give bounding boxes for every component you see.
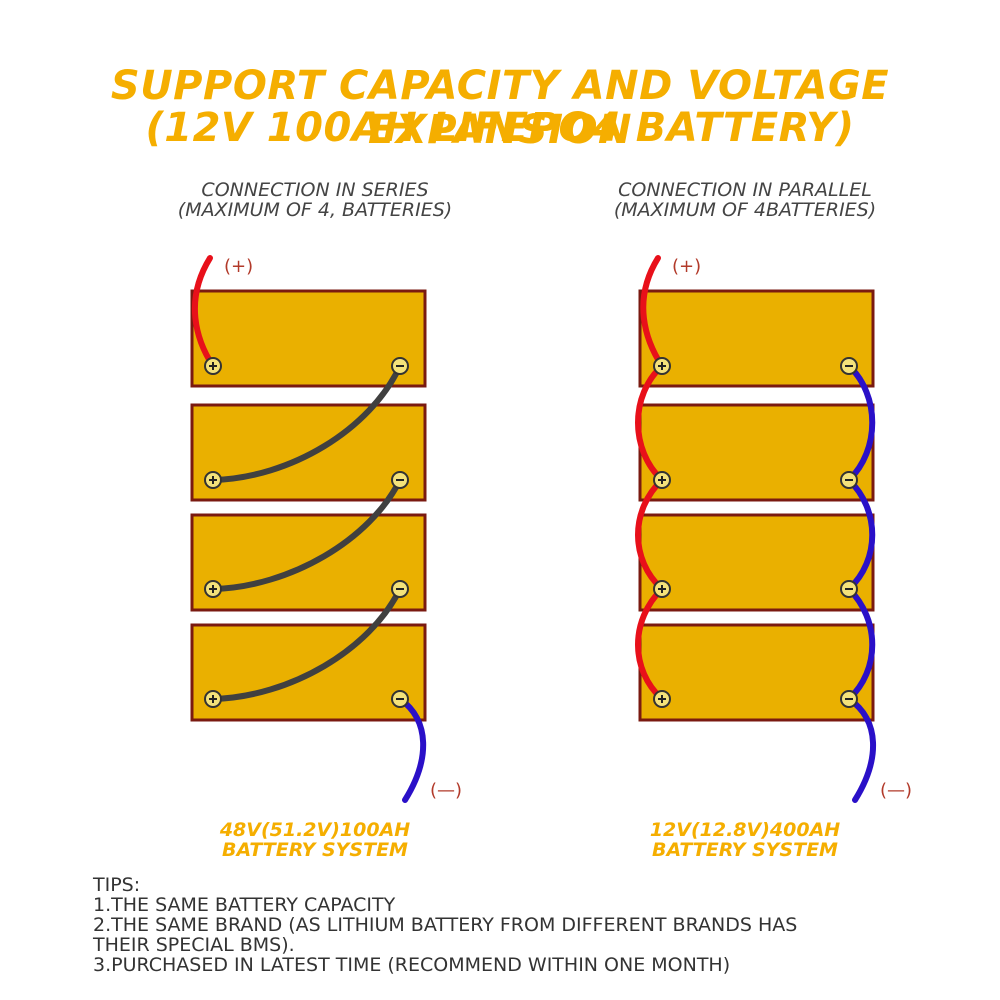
parallel-negative-link-3 — [846, 586, 876, 702]
parallel-negative-link-2 — [846, 477, 876, 592]
main-title-line1: SUPPORT CAPACITY AND VOLTAGE EXPANSION — [110, 63, 890, 153]
parallel-positive-link-2 — [635, 477, 665, 592]
series-positive-wire — [191, 255, 216, 369]
series-terminal-signs — [209, 362, 404, 703]
parallel-positive-link-1 — [635, 363, 665, 483]
series-negative-wire — [397, 696, 427, 803]
series-caption: 48V(51.2V)100AH BATTERY SYSTEM — [170, 820, 460, 860]
parallel-caption: 12V(12.8V)400AH BATTERY SYSTEM — [600, 820, 890, 860]
parallel-negative-label: (—) — [880, 780, 912, 801]
series-heading-line1: CONNECTION IN SERIES — [201, 179, 429, 201]
series-link-wire-2 — [210, 477, 403, 592]
tips-heading: TIPS: — [93, 874, 141, 896]
series-negative-label: (—) — [430, 780, 462, 801]
parallel-heading-line1: CONNECTION IN PARALLEL — [618, 179, 872, 201]
parallel-heading: CONNECTION IN PARALLEL (MAXIMUM OF 4BATT… — [560, 180, 930, 220]
tip-item-3: 3.PURCHASED IN LATEST TIME (RECOMMEND WI… — [93, 954, 731, 976]
parallel-battery-1 — [638, 289, 875, 388]
parallel-caption-line1: 12V(12.8V)400AH — [649, 819, 841, 841]
tip-item-1: 1.THE SAME BATTERY CAPACITY — [93, 894, 396, 916]
parallel-terminal-signs — [658, 362, 853, 703]
parallel-heading-line2: (MAXIMUM OF 4BATTERIES) — [613, 199, 877, 221]
series-positive-label: (+) — [224, 256, 253, 277]
parallel-positive-label: (+) — [672, 256, 701, 277]
series-battery-1 — [190, 289, 427, 388]
series-caption-line2: BATTERY SYSTEM — [222, 839, 408, 861]
parallel-negative-wire — [846, 696, 876, 803]
main-title-line2: (12V 100AH LIFEPO4 BATTERY) — [145, 105, 855, 151]
parallel-battery-4 — [638, 623, 875, 722]
parallel-battery-2 — [638, 403, 875, 502]
parallel-positive-wire — [640, 255, 665, 369]
series-link-wire-3 — [210, 586, 403, 702]
parallel-diagram: (+) (—) — [635, 255, 912, 803]
series-heading: CONNECTION IN SERIES (MAXIMUM OF 4, BATT… — [130, 180, 500, 220]
series-caption-line1: 48V(51.2V)100AH — [219, 819, 411, 841]
parallel-caption-line2: BATTERY SYSTEM — [652, 839, 838, 861]
series-heading-line2: (MAXIMUM OF 4, BATTERIES) — [177, 199, 453, 221]
parallel-negative-link-1 — [846, 363, 876, 483]
series-link-wire-1 — [210, 363, 403, 483]
tips-section: TIPS: 1.THE SAME BATTERY CAPACITY 2.THE … — [93, 875, 953, 975]
tip-item-2: 2.THE SAME BRAND (AS LITHIUM BATTERY FRO… — [93, 914, 798, 956]
parallel-battery-3 — [638, 513, 875, 612]
parallel-positive-link-3 — [635, 586, 665, 702]
series-diagram: (+) (—) — [190, 255, 462, 803]
